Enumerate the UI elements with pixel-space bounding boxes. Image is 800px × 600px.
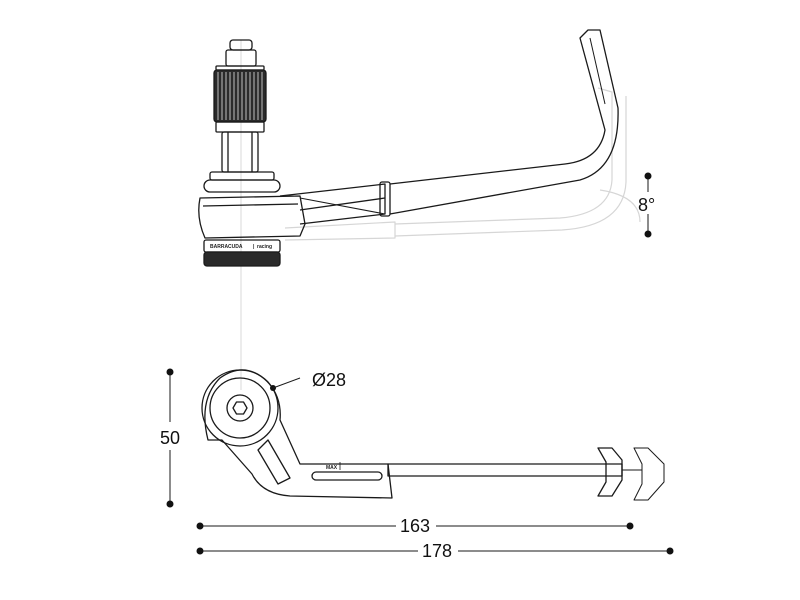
diameter-label: Ø28 [312, 370, 346, 390]
length-short-dimension: 163 [196, 516, 634, 536]
adjust-slot [311, 471, 383, 481]
angle-dimension: 8° [638, 172, 655, 238]
max-marking: MAX [326, 465, 338, 471]
clamp-body [198, 195, 306, 267]
mount-outer [201, 369, 279, 447]
height-label: 50 [160, 428, 180, 448]
guard-arm [279, 29, 619, 225]
top-view [198, 29, 641, 267]
mount-ring [209, 377, 271, 439]
lever-body [204, 369, 393, 499]
length-short-label: 163 [400, 516, 430, 536]
length-long-label: 178 [422, 541, 452, 561]
length-long-dimension: 178 [196, 541, 674, 561]
adjuster-cap [203, 39, 281, 193]
hex-bolt-icon [232, 401, 248, 415]
height-dimension: 50 [160, 368, 180, 508]
mount-inner [226, 394, 254, 422]
guard-tip [597, 447, 623, 497]
brand-suffix: racing [257, 244, 272, 250]
ghost-tip [633, 447, 665, 501]
brand-separator: | [253, 244, 255, 250]
brand-name: BARRACUDA [210, 244, 243, 250]
ghost-rotated-guard [284, 87, 641, 241]
diameter-dimension: Ø28 [270, 370, 346, 391]
guard-tube [387, 463, 623, 477]
lever-cutout [257, 439, 291, 485]
angle-label: 8° [638, 195, 655, 215]
